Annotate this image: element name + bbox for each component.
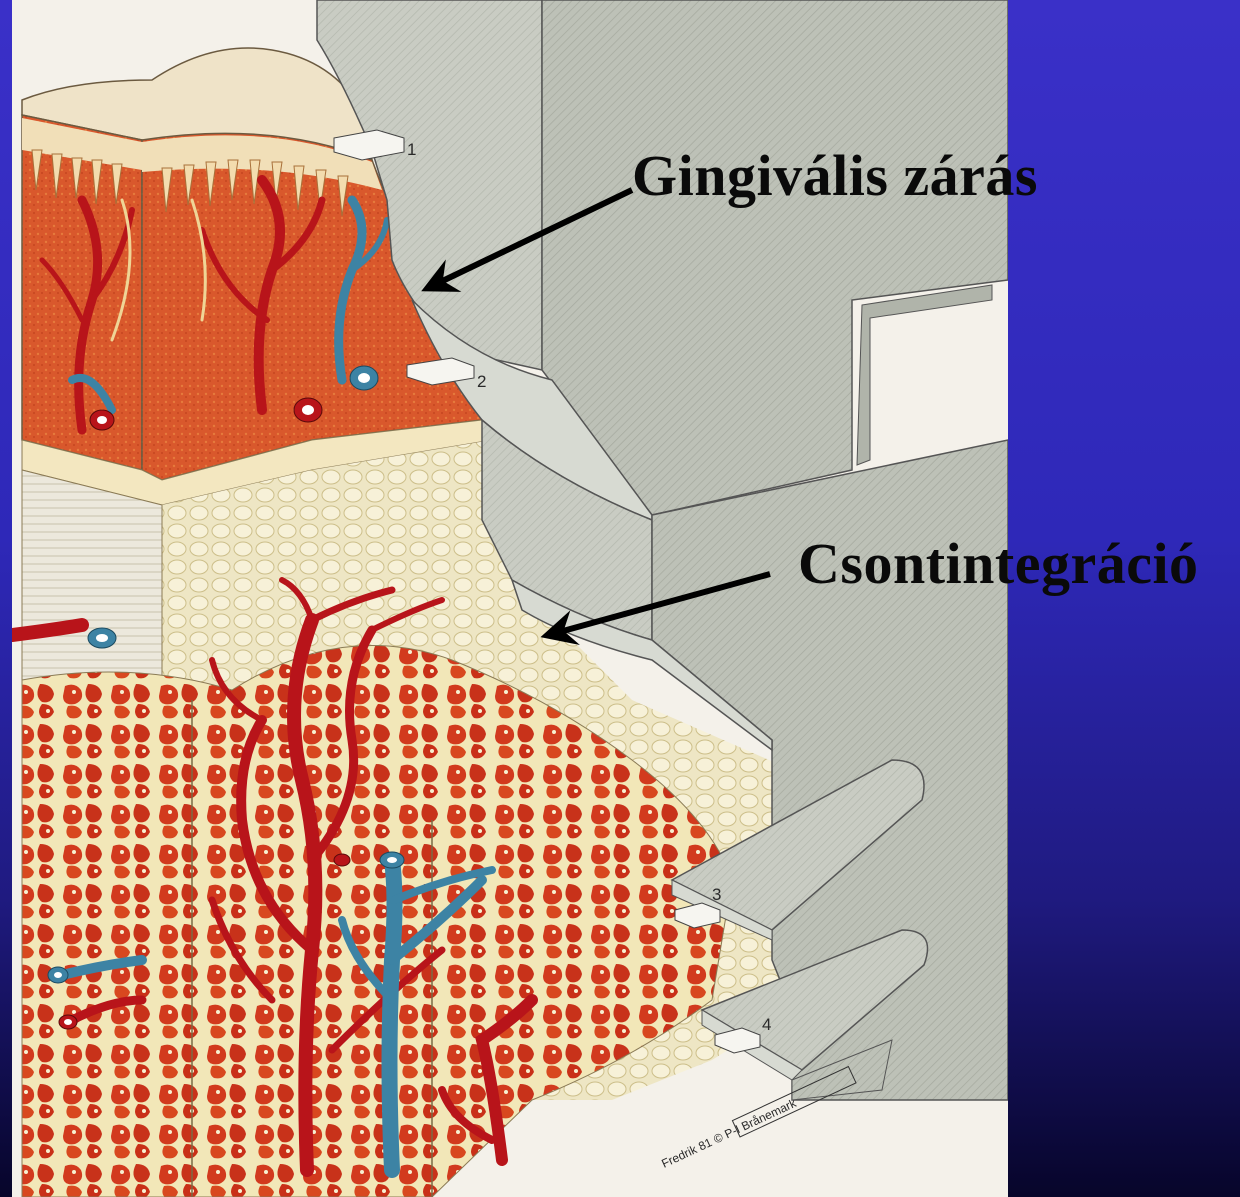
gingival-arrow [432,190,632,286]
osseointegration-label: Csontintegráció [798,530,1199,597]
gingival-seal-label: Gingivális zárás [632,142,1038,209]
osseo-arrow [552,574,770,634]
